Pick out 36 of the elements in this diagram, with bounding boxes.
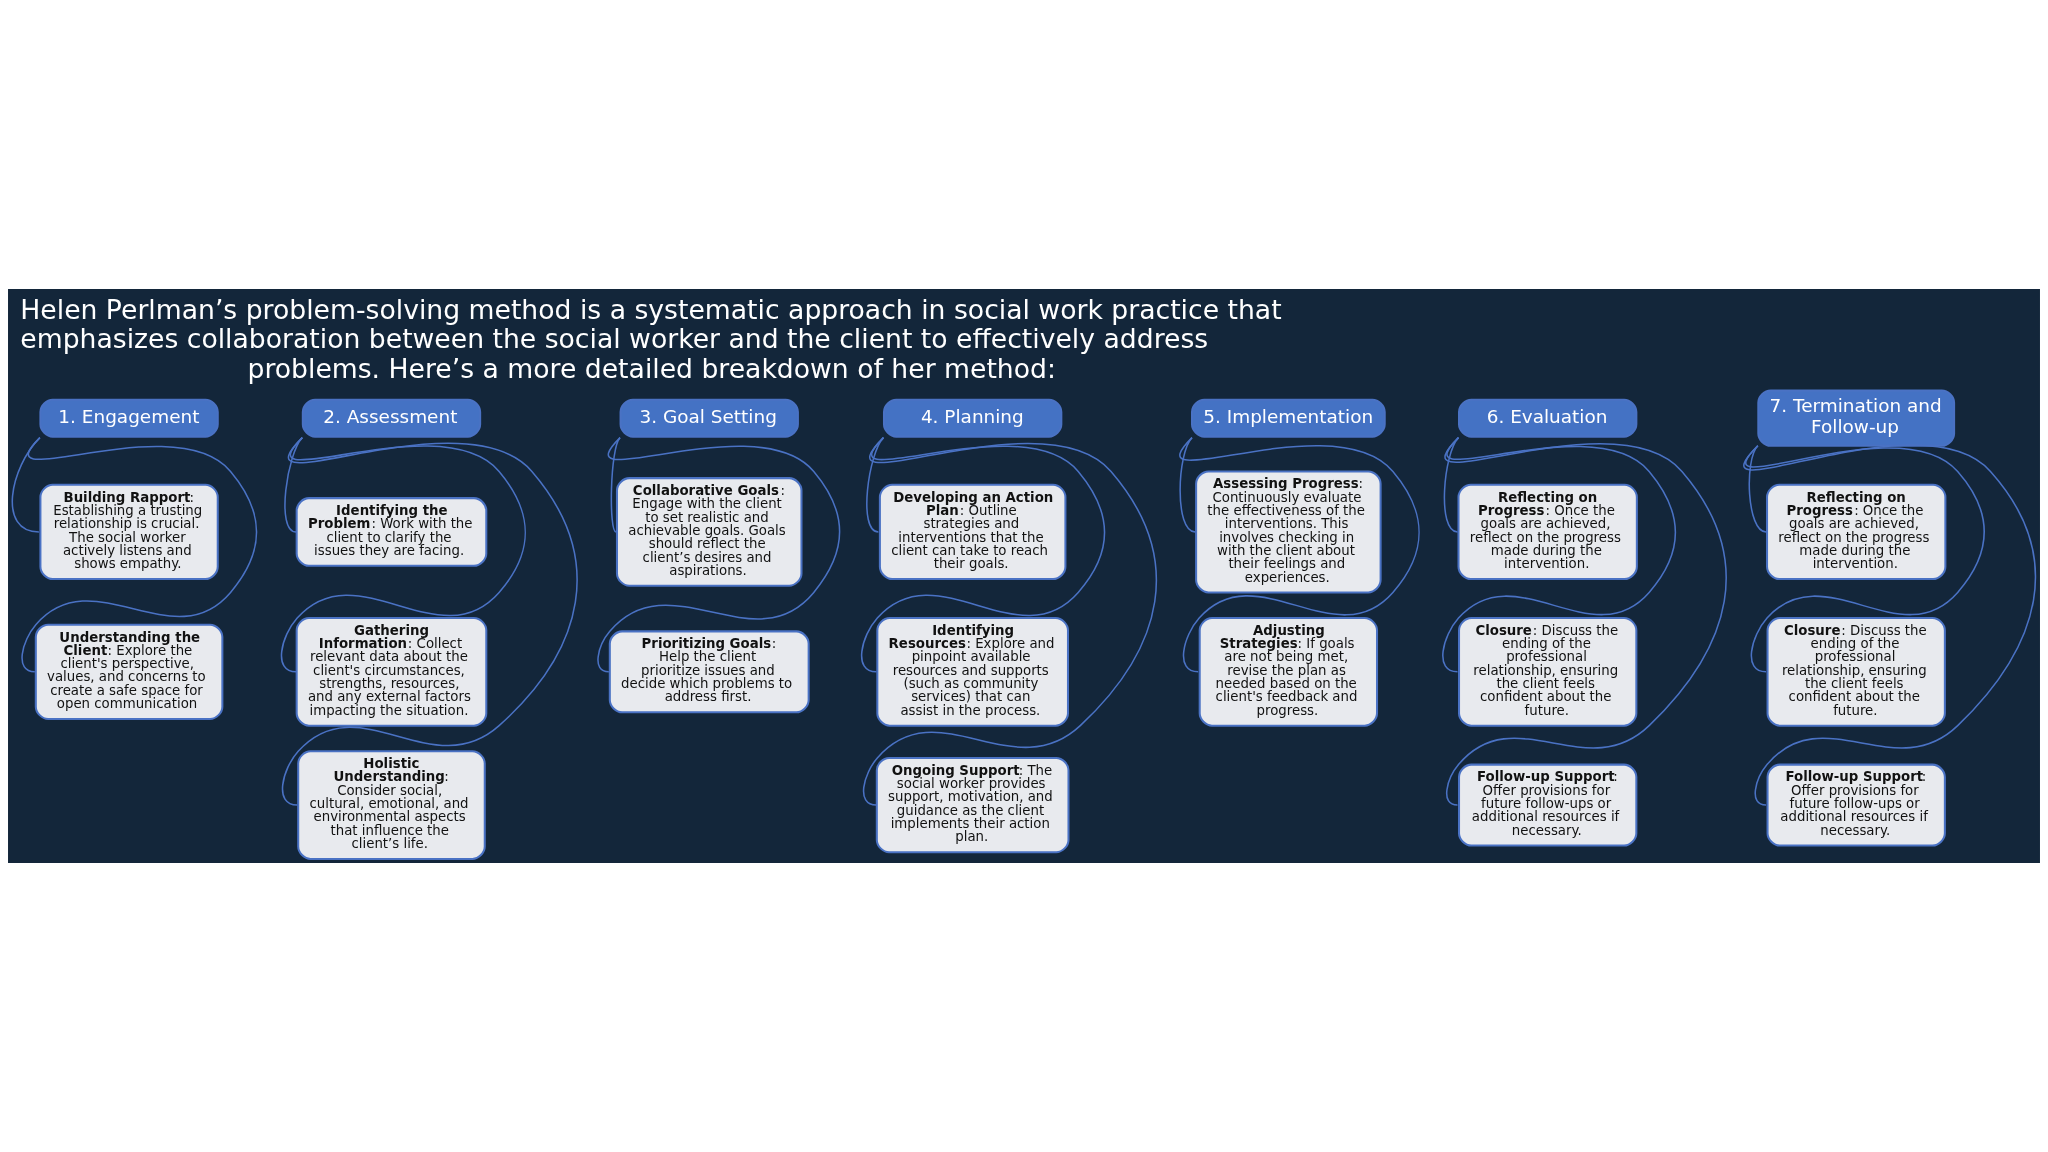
node-box: Follow-up Support: Offer provisions for future follow-ups or additional resources if necessary. [1458,763,1638,847]
node-box: 3. Goal Setting [619,398,799,438]
connector [597,436,841,673]
diagram-title: Helen Perlman’s problem-solving method is a systematic approach in social work practice that emphasizes collaboration between the social worker and the client to effectively address problems. Here’s a more detailed breakdown of her method: [20,293,1282,384]
node-box: 2. Assessment [301,398,482,438]
node-box: Assessing Progress: Continuously evaluate the effectiveness of the interventions. This involves checking in with the client about their feelings and experiences. [1195,470,1382,594]
node-box: Gathering Information: Collect relevant data about the client's circumstances, strengths, resources, and any external factors impacting the situation. [295,617,488,727]
node-box: 6. Evaluation [1458,398,1638,438]
node-box: Follow-up Support: Offer provisions for future follow-ups or additional resources if necessary. [1766,763,1946,847]
connector [281,436,578,806]
connector [1748,445,1767,533]
node-box: Identifying the Problem: Work with the client to clarify the issues they are facing. [295,497,488,567]
node-box: Adjusting Strategies: If goals are not being met, revise the plan as needed based on the client's feedback and progress. [1198,617,1379,727]
connector [1179,436,1420,673]
node-box: Understanding the Client: Explore the client's perspective, values, and concerns to create a safe space for open communication [34,623,224,720]
node-box: 5. Implementation [1191,398,1386,438]
connector [610,436,621,533]
node-box: Prioritizing Goals: Help the client prioritize issues and decide which problems to address first. [608,630,810,714]
node-box: Ongoing Support: The social worker provides support, motivation, and guidance as the client implements their action plan. [875,756,1070,854]
node-box: Holistic Understanding: Consider social, cultural, emotional, and environmental aspects that influence the client’s life. [297,750,486,860]
node-box: 7. Termination and Follow-up [1757,389,1956,447]
node-box: Collaborative Goals: Engage with the client to set realistic and achievable goals. Goals should reflect the client’s desires and aspirations. [615,477,803,587]
node-box: Closure: Discuss the ending of the professional relationship, ensuring the client feels confident about the future. [1458,617,1638,727]
node-box: Identifying Resources: Explore and pinpoint available resources and supports (such as community services) that can assist in the process. [876,617,1069,727]
connector [1743,444,2037,806]
node-box: Reflecting on Progress: Once the goals are achieved, reflect on the progress made during the intervention. [1457,483,1638,581]
node-box: Reflecting on Progress: Once the goals are achieved, reflect on the progress made during the intervention. [1766,483,1947,581]
node-box: Closure: Discuss the ending of the professional relationship, ensuring the client feels confident about the future. [1766,617,1946,727]
node-box: Building Rapport: Establishing a trusting relationship is crucial. The social worker actively listens and shows empathy. [39,483,219,581]
node-box: 4. Planning [882,398,1063,438]
node-box: Developing an Action Plan: Outline strategies and interventions that the client can take to reach their goals. [878,483,1067,581]
connector [21,436,258,673]
node-box: 1. Engagement [39,398,219,438]
connector [862,436,1158,806]
connector [1745,445,1986,673]
connector [1445,436,1727,806]
